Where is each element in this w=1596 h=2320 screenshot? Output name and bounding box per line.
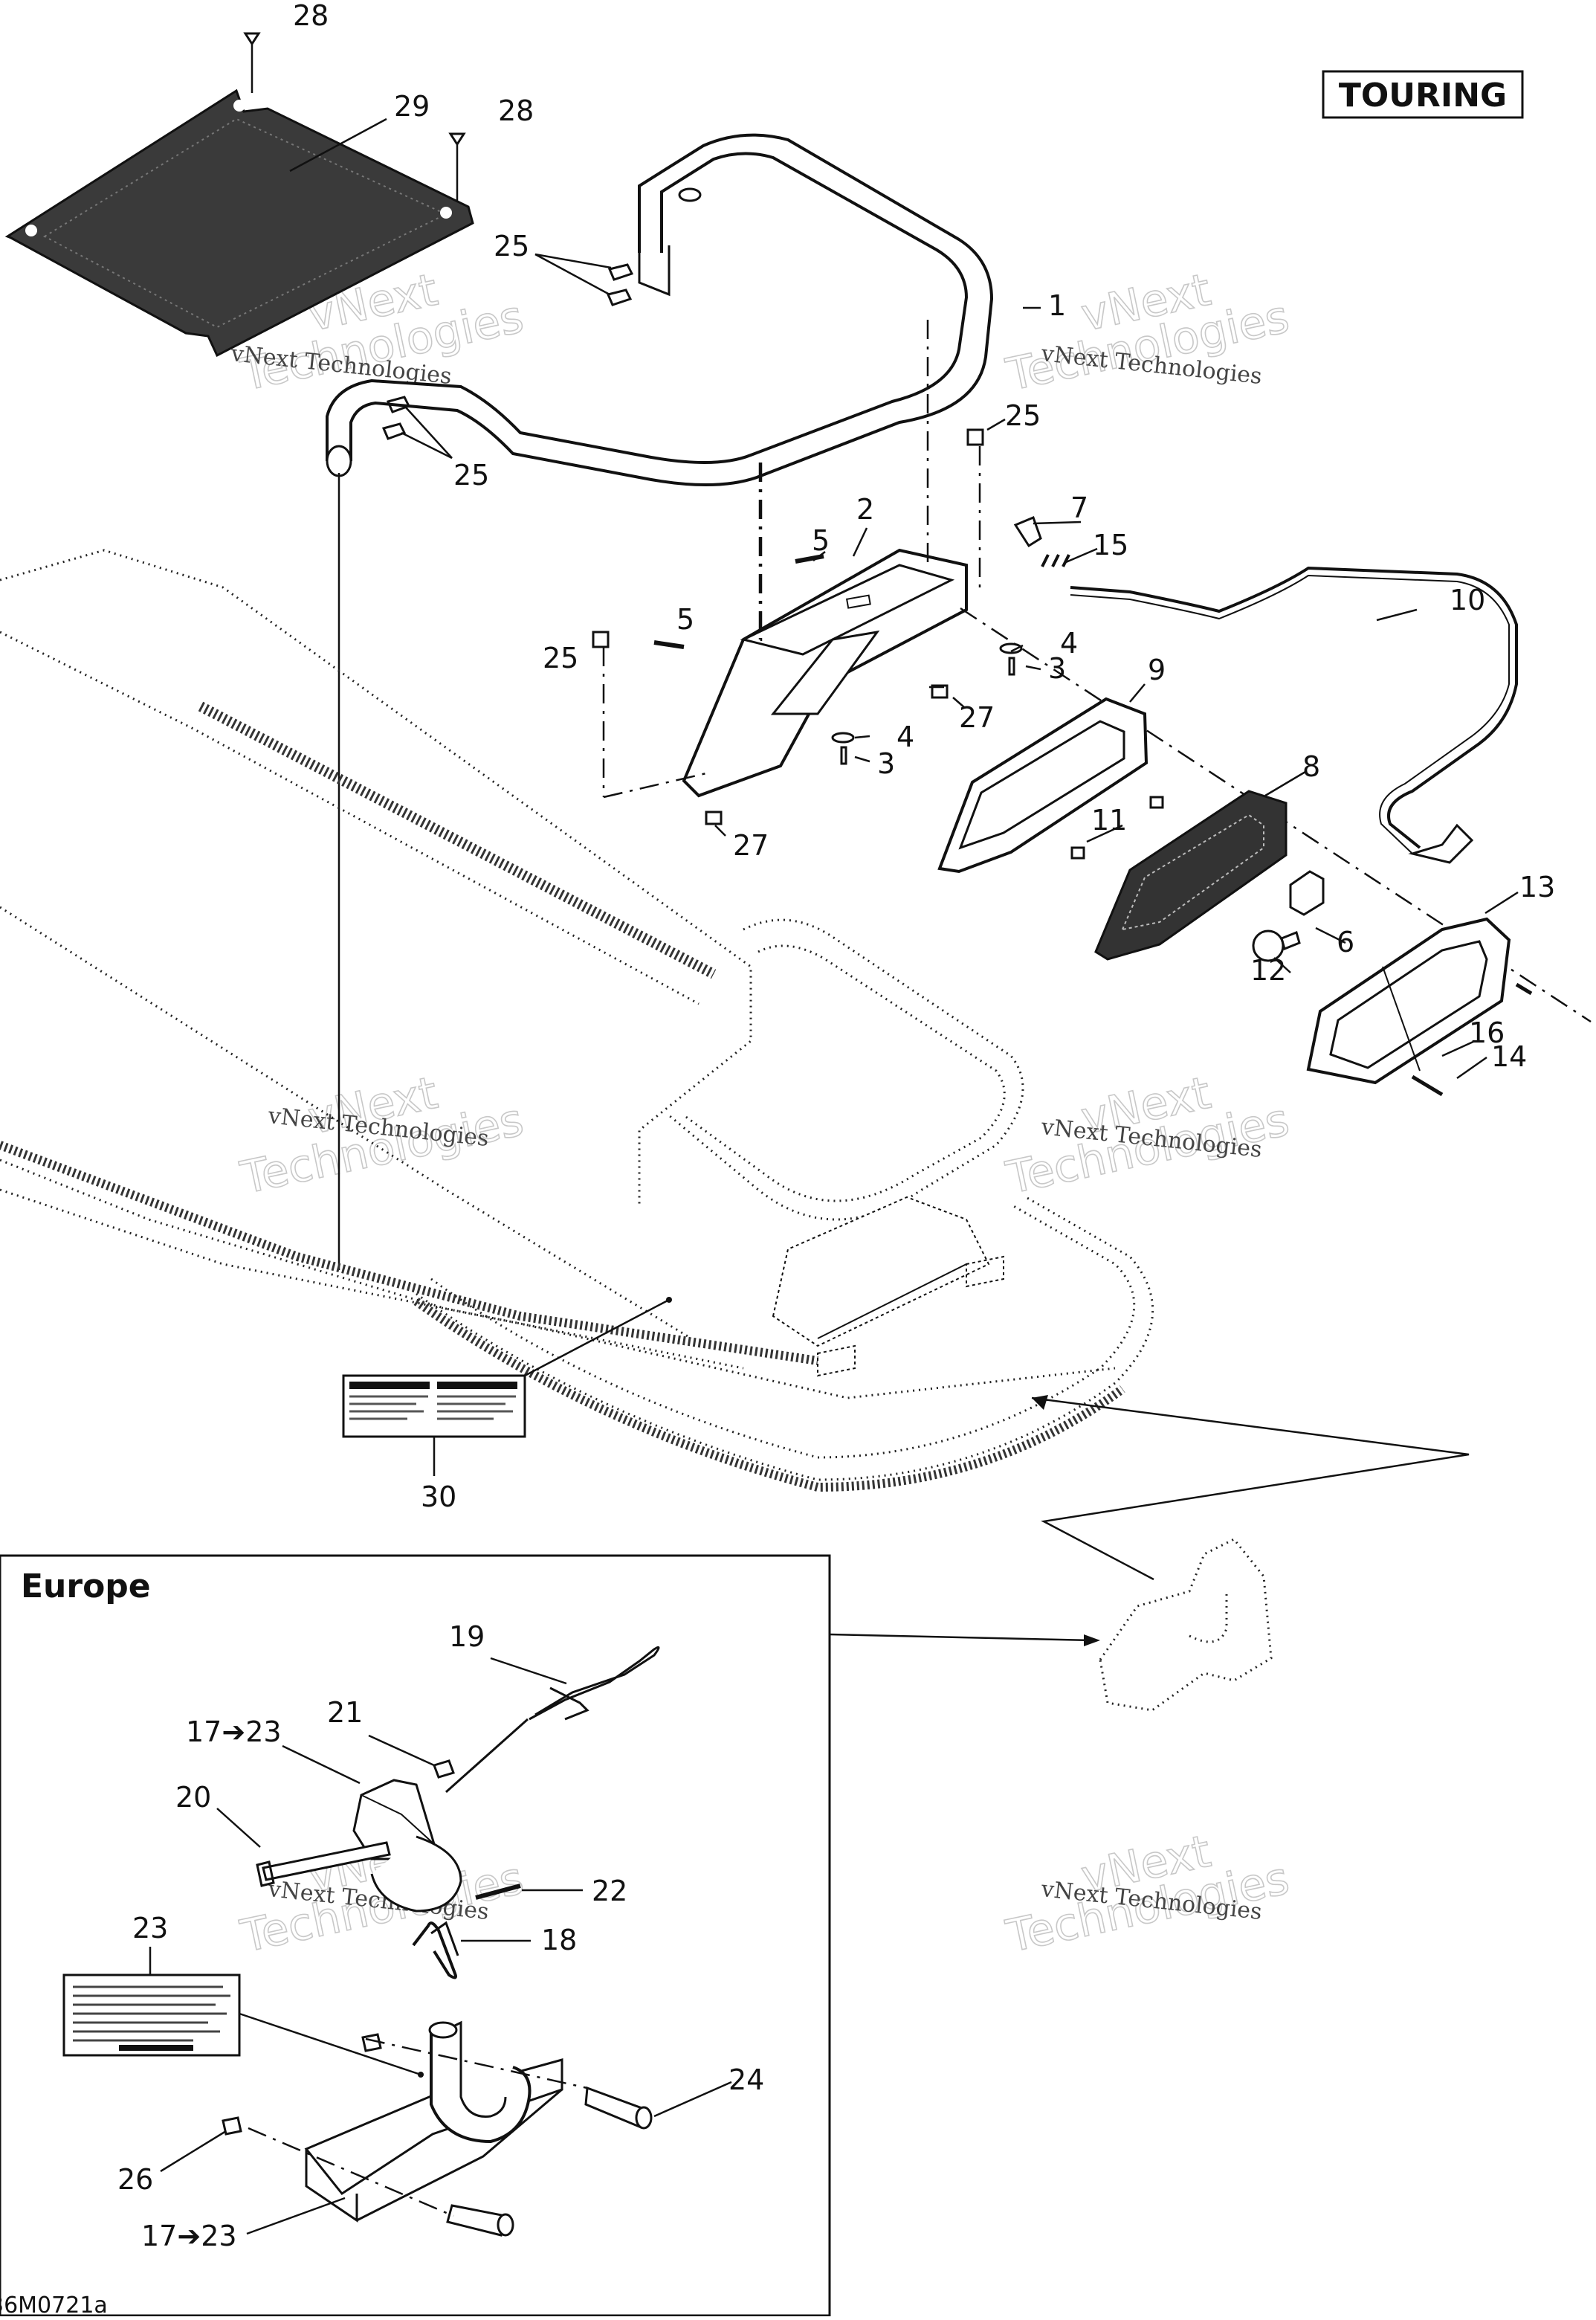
callout-10: 10 — [1450, 584, 1485, 616]
callout-labels: 1 2 3 3 4 4 5 5 6 7 8 9 10 11 12 13 14 1… — [117, 0, 1555, 2252]
callout-9: 9 — [1148, 654, 1166, 686]
chassis-tunnel — [0, 549, 1116, 1399]
callout-4b: 4 — [896, 721, 914, 753]
europe-inset: Europe — [0, 1554, 831, 2317]
part-18-clip — [412, 1921, 531, 1979]
callout-25b: 25 — [453, 459, 489, 492]
drawing-code: 36M0721a — [0, 2292, 108, 2316]
part-11-nuts — [1070, 796, 1164, 860]
callout-1: 1 — [1048, 289, 1066, 322]
part-27-nuts — [705, 684, 949, 825]
callout-28a: 28 — [293, 0, 329, 32]
callout-18: 18 — [541, 1924, 577, 1956]
part-25-bolts — [381, 263, 984, 648]
part-22-pin — [475, 1884, 583, 1900]
callout-17b: 17➔23 — [141, 2220, 237, 2252]
part-12-bulb — [1252, 929, 1301, 962]
part-10-wiring-harness — [1070, 566, 1518, 864]
hitch-reference — [1099, 1538, 1273, 1712]
callout-24: 24 — [728, 2063, 764, 2096]
part-28-screws — [243, 32, 466, 201]
callout-11: 11 — [1091, 804, 1127, 837]
callout-19: 19 — [449, 1620, 485, 1653]
callout-5b: 5 — [676, 603, 694, 636]
callout-25d: 25 — [543, 642, 578, 674]
watermark-top-right: Technologies vNext vNext Technologies — [1001, 263, 1294, 402]
callout-8: 8 — [1302, 750, 1320, 783]
callout-30: 30 — [421, 1480, 456, 1513]
callout-3a: 3 — [1048, 652, 1066, 685]
callout-20: 20 — [175, 1781, 211, 1814]
part-21-nut — [368, 1734, 455, 1779]
callout-5a: 5 — [812, 524, 830, 557]
callout-27b: 27 — [733, 829, 769, 862]
part-20-bolt — [216, 1808, 391, 1887]
callout-17a: 17➔23 — [186, 1715, 282, 1748]
chassis-rear-bumper — [413, 918, 1154, 1492]
watermark-bottom-right: Technologies vNext vNext Technologies — [1001, 1825, 1294, 1964]
part-23-warning-decal — [62, 1947, 424, 2078]
inset-title: Europe — [21, 1567, 151, 1605]
watermark-mid-left: Technologies vNext vNext Technologies — [236, 1066, 529, 1205]
part-7-connector — [1013, 516, 1042, 548]
callout-4a: 4 — [1060, 627, 1078, 660]
watermark-mid-right: Technologies vNext vNext Technologies — [1001, 1066, 1294, 1205]
callout-3b: 3 — [877, 747, 895, 780]
callout-21: 21 — [327, 1696, 363, 1729]
part-30-decal — [342, 1297, 672, 1476]
callout-26: 26 — [117, 2163, 153, 2196]
top-leaders — [289, 117, 1519, 1080]
part-15-terminals — [1041, 554, 1070, 567]
part-17-bottom-leader — [246, 2197, 346, 2235]
callout-13: 13 — [1519, 871, 1555, 903]
part-29-mat — [4, 88, 474, 358]
callout-2: 2 — [856, 493, 874, 526]
svg-text:TOURING: TOURING — [1339, 77, 1507, 115]
callout-15: 15 — [1093, 529, 1128, 561]
part-14-16-screws — [1411, 982, 1533, 1097]
callout-6: 6 — [1337, 926, 1354, 958]
part-24-hitch — [248, 2020, 732, 2237]
part-19-pin — [490, 1646, 660, 1721]
touring-label: TOURING — [1322, 70, 1524, 119]
callout-23: 23 — [132, 1912, 168, 1944]
part-2-light-bracket — [682, 548, 968, 798]
part-8-reflector — [1094, 790, 1288, 961]
callout-29: 29 — [394, 90, 430, 123]
callout-14: 14 — [1491, 1040, 1527, 1073]
callout-22: 22 — [592, 1875, 627, 1907]
part-9-light-housing — [937, 697, 1148, 874]
callout-25a: 25 — [494, 230, 529, 262]
part-13-lens — [1306, 917, 1511, 1085]
hitch-reference-arrow — [1031, 1395, 1470, 1581]
callout-7: 7 — [1070, 492, 1088, 524]
callout-27a: 27 — [959, 701, 995, 734]
part-6-socket — [1289, 870, 1325, 916]
part-26-nuts — [160, 2033, 382, 2173]
callout-25c: 25 — [1005, 399, 1041, 432]
callout-16: 16 — [1469, 1016, 1505, 1049]
callout-12: 12 — [1250, 954, 1286, 987]
part-17-block — [282, 1718, 529, 1913]
part-3-4-washers — [831, 642, 1023, 765]
inset-arrow — [829, 1633, 1100, 1646]
callout-28b: 28 — [498, 94, 534, 127]
